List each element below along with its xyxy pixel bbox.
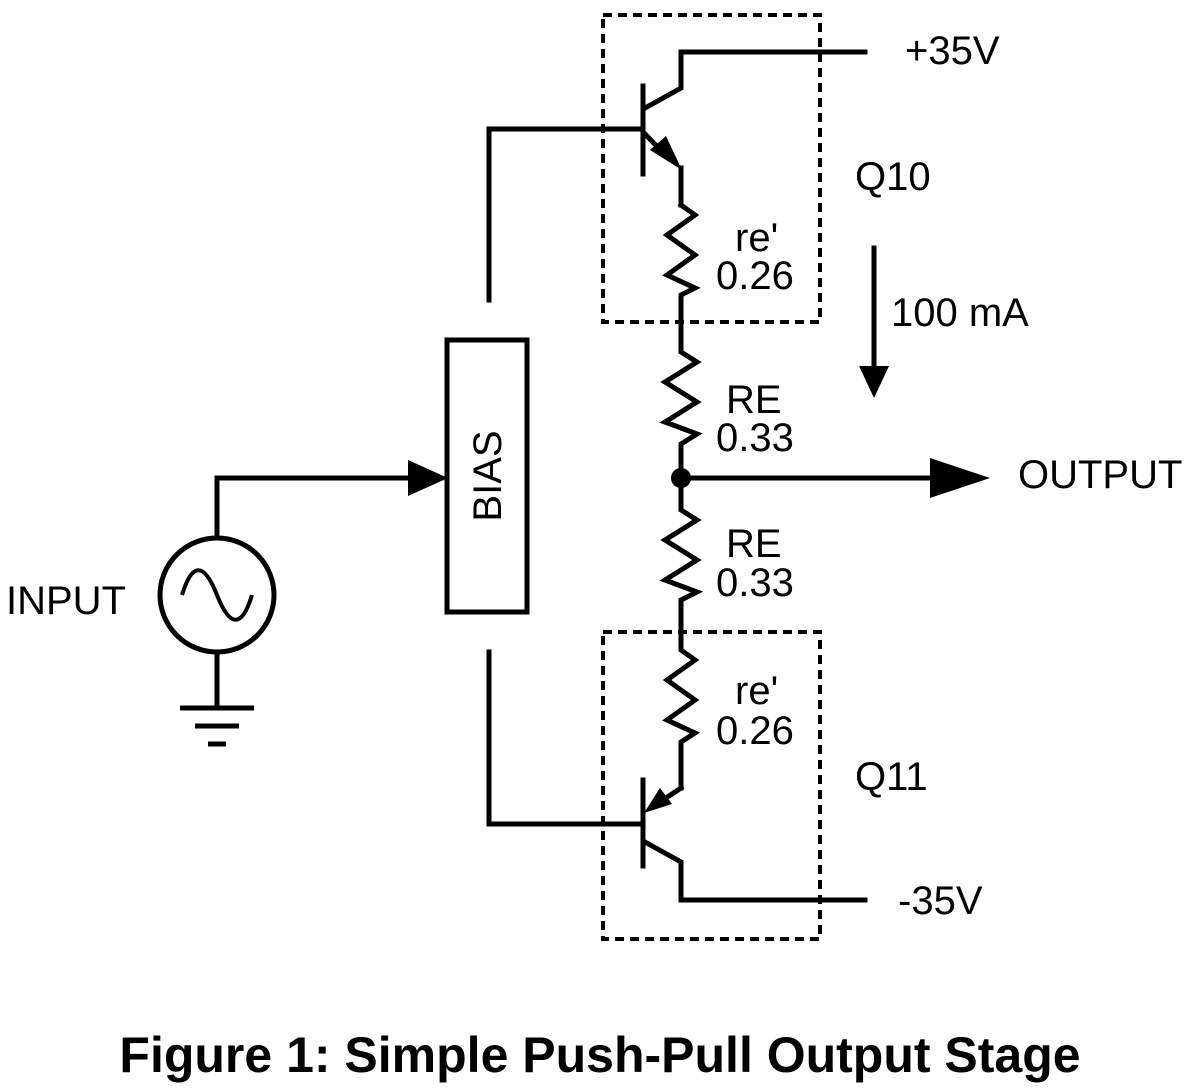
q10-label: Q10	[855, 155, 931, 199]
re-prime-lower-resistor	[662, 629, 701, 791]
q10-emitter-arrow	[650, 136, 682, 170]
q10-transistor	[601, 13, 868, 341]
re-upper-resistor	[659, 335, 703, 481]
re-prime-upper-resistor	[662, 201, 701, 341]
q10-package-outline	[601, 13, 822, 324]
sine-wave-icon	[180, 568, 254, 622]
re-upper-name: RE	[726, 378, 782, 422]
bias-block	[444, 337, 530, 615]
q11-label: Q11	[855, 755, 928, 799]
input-arrow	[408, 460, 448, 496]
input-wire	[214, 475, 413, 541]
re-lower-resistor	[659, 475, 704, 635]
re-prime-lower-name: re'	[735, 669, 778, 713]
q10-collector-lead	[641, 49, 868, 112]
q11-collector-lead	[641, 838, 868, 903]
q11-emitter-arrow	[644, 788, 672, 813]
re-upper-value: 0.33	[716, 416, 794, 460]
current-label: 100 mA	[891, 291, 1029, 335]
negative-supply-label: -35V	[898, 879, 983, 923]
re-prime-lower-value: 0.26	[716, 709, 794, 753]
positive-supply-label: +35V	[905, 29, 1000, 73]
figure-caption: Figure 1: Simple Push-Pull Output Stage	[119, 1027, 1080, 1083]
q11-package-outline	[601, 630, 822, 941]
current-arrow-head	[859, 366, 889, 398]
re-lower-value: 0.33	[716, 561, 794, 605]
bias-label: BIAS	[466, 430, 510, 521]
q11-transistor	[601, 629, 868, 941]
q10-base-wire	[486, 126, 644, 303]
input-label: INPUT	[6, 579, 126, 623]
output-label: OUTPUT	[1018, 453, 1182, 497]
re-prime-upper-name: re'	[735, 216, 778, 260]
re-lower-name: RE	[726, 522, 782, 566]
output-arrow	[930, 458, 990, 498]
re-prime-upper-value: 0.26	[716, 254, 794, 298]
q11-base-wire	[486, 649, 644, 827]
